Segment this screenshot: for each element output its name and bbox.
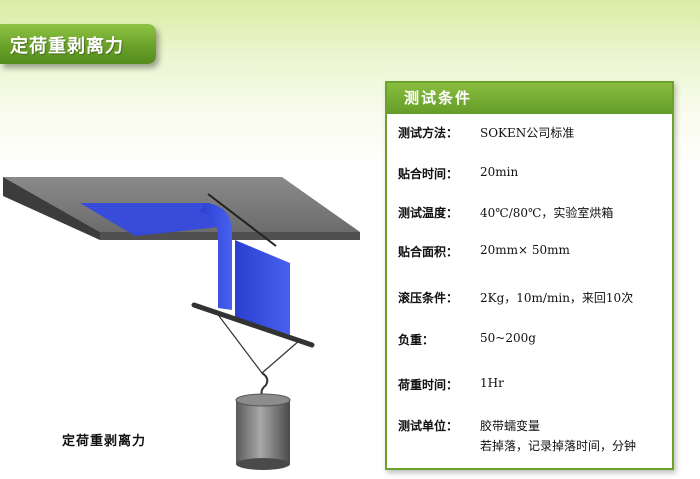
weight-top	[235, 393, 291, 407]
condition-value: 20min	[480, 165, 519, 179]
left-string	[215, 311, 263, 374]
condition-value: 50~200g	[480, 331, 536, 345]
condition-value-extra: 若掉落，记录掉落时间，分钟	[480, 439, 637, 453]
condition-value: SOKEN公司标准	[480, 126, 575, 140]
condition-label: 荷重时间：	[398, 378, 459, 392]
condition-label: 测试单位：	[398, 419, 459, 433]
condition-value: 胶带蠕变量	[480, 419, 541, 433]
right-string	[261, 339, 301, 374]
test-conditions-panel: 测试条件 测试方法： SOKEN公司标准 贴合时间： 20min 测试温度： 4…	[385, 81, 674, 470]
tape-edge-line	[207, 193, 277, 247]
condition-value: 2Kg，10m/min，来回10次	[480, 291, 634, 305]
condition-label: 测试方法：	[398, 126, 459, 140]
page-title: 定荷重剥离力	[10, 36, 124, 57]
illustration-caption: 定荷重剥离力	[62, 434, 147, 449]
peeled-tape	[200, 203, 232, 310]
hanging-tape-panel	[235, 240, 290, 335]
title-tab: 定荷重剥离力	[0, 24, 156, 64]
condition-label: 负重：	[398, 333, 435, 347]
condition-value: 40℃/80℃，实验室烘箱	[480, 206, 614, 220]
hanger-bar	[191, 302, 315, 348]
panel-title: 测试条件	[387, 83, 672, 114]
weight-bottom	[236, 458, 290, 470]
condition-label: 贴合面积：	[398, 245, 459, 259]
condition-label: 贴合时间：	[398, 167, 459, 181]
condition-value: 1Hr	[480, 376, 504, 390]
weight-body	[236, 400, 290, 464]
bonded-tape	[80, 203, 228, 236]
test-plate-edge	[3, 177, 100, 240]
condition-label: 滚压条件：	[398, 291, 459, 305]
peel-test-illustration	[3, 177, 360, 470]
condition-label: 测试温度：	[398, 206, 459, 220]
condition-value: 20mm× 50mm	[480, 243, 570, 257]
weight-hook	[260, 372, 269, 396]
